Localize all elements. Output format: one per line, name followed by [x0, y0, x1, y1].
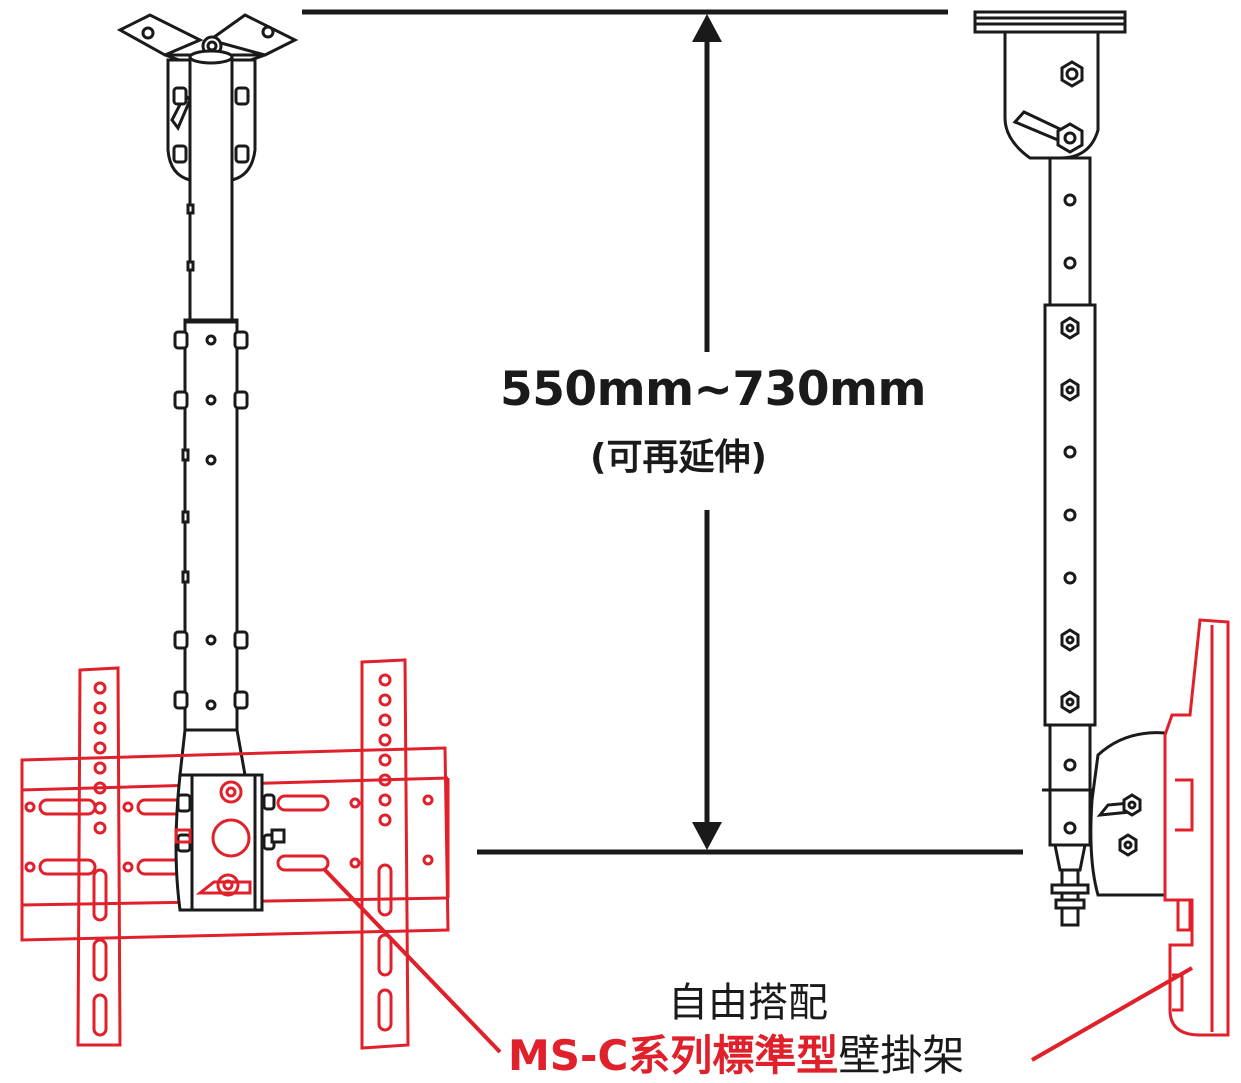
callout-series-name: MS-C系列標準型 — [508, 1031, 839, 1080]
dimension-note: (可再延伸) — [590, 437, 767, 478]
front-view-inner-pole — [186, 49, 234, 327]
callout-line1: 自由搭配 — [668, 980, 828, 1026]
side-view-tv-bracket — [1163, 618, 1230, 1037]
callout-leader-lines — [323, 868, 1193, 1062]
side-view-lower-pole — [1042, 723, 1098, 927]
side-view-tilt-bracket — [1089, 731, 1167, 897]
side-view-outer-pole — [1043, 303, 1097, 727]
side-view-ceiling-plate — [973, 10, 1127, 34]
callout-product-type: 壁掛架 — [838, 1031, 965, 1080]
dimension-lines — [302, 9, 1023, 855]
side-view-inner-pole — [1048, 156, 1092, 310]
front-view-tilt-plate — [174, 773, 286, 912]
front-view-tilt-plate-red-parts — [174, 780, 252, 897]
arrow-down-icon — [692, 822, 722, 850]
arrow-up-icon — [692, 14, 722, 42]
front-view-outer-pole — [173, 318, 249, 777]
callout-line2: MS-C系列標準型壁掛架 — [508, 1022, 964, 1083]
side-view-swivel-joint — [1003, 30, 1100, 160]
front-view-ceiling-plate — [116, 13, 299, 64]
front-view-tv-bracket — [20, 658, 450, 1050]
dimension-value: 550mm~730mm — [500, 362, 927, 417]
